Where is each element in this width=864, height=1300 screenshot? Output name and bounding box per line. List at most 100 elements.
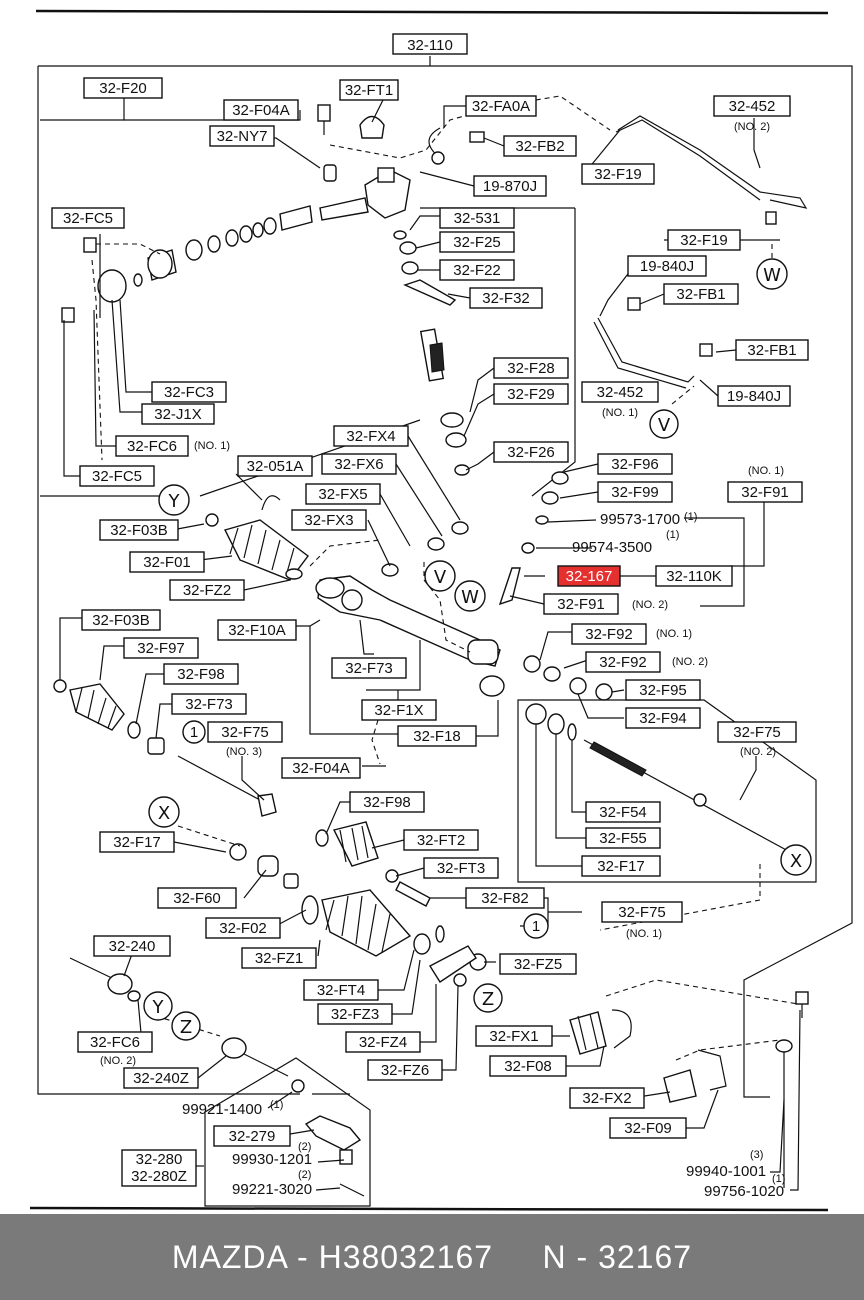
label-32-FZ4[interactable]: 32-FZ4	[345, 1031, 421, 1053]
label-32-531[interactable]: 32-531	[439, 207, 515, 229]
label-32-J1X[interactable]: 32-J1X	[141, 403, 215, 425]
label-32-F19-b[interactable]: 32-F19	[667, 229, 741, 251]
label-32-FT4[interactable]: 32-FT4	[303, 979, 379, 1001]
label-32-FX5[interactable]: 32-FX5	[305, 483, 381, 505]
label-32-F98-a[interactable]: 32-F98	[163, 663, 239, 685]
label-32-F18[interactable]: 32-F18	[397, 725, 477, 747]
label-32-FZ3[interactable]: 32-FZ3	[317, 1003, 393, 1025]
label-32-FZ2[interactable]: 32-FZ2	[169, 579, 245, 601]
label-32-F01[interactable]: 32-F01	[129, 551, 205, 573]
label-99756-1020[interactable]: 99756-1020(1)	[704, 1173, 785, 1200]
label-99921-1400[interactable]: 99921-1400(1)	[182, 1099, 283, 1118]
label-19-840J-a[interactable]: 19-840J	[627, 255, 707, 277]
label-32-F25[interactable]: 32-F25	[439, 231, 515, 253]
label-32-FT2[interactable]: 32-FT2	[403, 829, 479, 851]
label-32-452-no1[interactable]: 32-452(NO. 1)	[581, 381, 659, 419]
label-32-F02[interactable]: 32-F02	[205, 917, 281, 939]
svg-text:Y: Y	[152, 997, 165, 1018]
label-32-F60[interactable]: 32-F60	[157, 887, 237, 909]
label-32-FX3[interactable]: 32-FX3	[291, 509, 367, 531]
label-32-F28[interactable]: 32-F28	[493, 357, 569, 379]
label-99221-3020[interactable]: 99221-3020	[232, 1181, 312, 1198]
label-32-F75-no3[interactable]: 32-F75(NO. 3)	[207, 721, 283, 758]
label-32-FZ6[interactable]: 32-FZ6	[367, 1059, 443, 1081]
label-32-240[interactable]: 32-240	[93, 935, 171, 957]
label-32-FX6[interactable]: 32-FX6	[321, 453, 397, 475]
label-32-110K[interactable]: 32-110K	[655, 565, 733, 587]
label-99940-1001[interactable]: 99940-1001(3)	[686, 1149, 766, 1180]
label-32-452-no2[interactable]: 32-452(NO. 2)	[713, 95, 791, 133]
label-32-FX4[interactable]: 32-FX4	[333, 425, 409, 447]
label-32-F98-b[interactable]: 32-F98	[349, 791, 425, 813]
label-32-F32[interactable]: 32-F32	[469, 287, 543, 309]
label-32-F03B-a[interactable]: 32-F03B	[99, 519, 179, 541]
label-32-FB2[interactable]: 32-FB2	[503, 135, 577, 157]
svg-text:32-F95: 32-F95	[639, 682, 687, 699]
label-32-F94[interactable]: 32-F94	[625, 707, 701, 729]
label-32-FC3[interactable]: 32-FC3	[151, 381, 227, 403]
label-32-F09[interactable]: 32-F09	[609, 1117, 687, 1139]
svg-text:32-F96: 32-F96	[611, 456, 659, 473]
label-19-870J[interactable]: 19-870J	[473, 175, 547, 197]
label-32-F92-no1[interactable]: 32-F92(NO. 1)	[571, 623, 692, 645]
label-32-FC6-no2[interactable]: 32-FC6(NO. 2)	[77, 1031, 153, 1067]
label-32-F73-a[interactable]: 32-F73	[331, 657, 407, 679]
label-32-FC5-b[interactable]: 32-FC5	[79, 465, 155, 487]
label-32-F1X[interactable]: 32-F1X	[361, 699, 437, 721]
label-32-F75-no1[interactable]: 32-F75(NO. 1)	[601, 901, 683, 940]
label-32-F75-no2[interactable]: 32-F75(NO. 2)	[717, 721, 797, 758]
label-32-F26[interactable]: 32-F26	[493, 441, 569, 463]
label-32-F73-b[interactable]: 32-F73	[171, 693, 247, 715]
label-32-F19-a[interactable]: 32-F19	[581, 163, 655, 185]
label-32-FZ1[interactable]: 32-FZ1	[241, 947, 317, 969]
label-32-110[interactable]: 32-110	[392, 33, 468, 55]
label-32-FX1[interactable]: 32-FX1	[475, 1025, 553, 1047]
label-32-F96[interactable]: 32-F96	[597, 453, 673, 475]
label-32-FC6-no1[interactable]: 32-FC6(NO. 1)	[115, 435, 230, 457]
svg-text:32-F22: 32-F22	[453, 262, 501, 279]
label-32-F22[interactable]: 32-F22	[439, 259, 515, 281]
svg-text:V: V	[658, 415, 671, 436]
label-32-F20[interactable]: 32-F20	[83, 77, 163, 99]
label-32-F04A[interactable]: 32-F04A	[223, 99, 299, 121]
label-32-F91-no2[interactable]: 32-F91(NO. 2)	[543, 593, 668, 615]
label-32-F91-a[interactable]: 32-F91	[727, 481, 803, 503]
label-32-F55[interactable]: 32-F55	[585, 827, 661, 849]
label-32-F99[interactable]: 32-F99	[597, 481, 673, 503]
label-32-167-highlighted[interactable]: 32-167	[557, 565, 621, 587]
label-32-051A[interactable]: 32-051A	[237, 455, 313, 477]
label-99573-1700[interactable]: 99573-1700(1)	[600, 511, 697, 528]
svg-text:W: W	[763, 265, 781, 286]
label-32-F97[interactable]: 32-F97	[123, 637, 199, 659]
label-32-FT1[interactable]: 32-FT1	[339, 79, 399, 101]
label-32-F10A[interactable]: 32-F10A	[217, 619, 297, 641]
label-32-FX2[interactable]: 32-FX2	[569, 1087, 645, 1109]
label-99574-3500[interactable]: 99574-3500(1)	[572, 529, 679, 556]
label-19-840J-b[interactable]: 19-840J	[717, 385, 791, 407]
label-32-F08[interactable]: 32-F08	[489, 1055, 567, 1077]
svg-text:(3): (3)	[750, 1149, 763, 1161]
label-32-FT3[interactable]: 32-FT3	[423, 857, 499, 879]
label-32-F95[interactable]: 32-F95	[625, 679, 701, 701]
label-32-F92-no2[interactable]: 32-F92(NO. 2)	[585, 651, 708, 673]
label-32-240Z[interactable]: 32-240Z	[123, 1067, 199, 1089]
svg-text:99573-1700: 99573-1700	[600, 511, 680, 528]
label-32-FC5-a[interactable]: 32-FC5	[51, 207, 125, 229]
label-32-F17-b[interactable]: 32-F17	[581, 855, 661, 877]
label-99930-1201[interactable]: 99930-1201(2)	[232, 1151, 312, 1181]
svg-text:32-FC3: 32-FC3	[164, 384, 214, 401]
label-32-FA0A[interactable]: 32-FA0A	[465, 95, 537, 117]
label-32-F17-a[interactable]: 32-F17	[99, 831, 175, 853]
label-32-FZ5[interactable]: 32-FZ5	[499, 953, 577, 975]
pipe-no2	[615, 115, 808, 225]
label-32-NY7[interactable]: 32-NY7	[209, 125, 275, 147]
label-32-F03B-b[interactable]: 32-F03B	[81, 609, 161, 631]
label-32-F54[interactable]: 32-F54	[585, 801, 661, 823]
label-32-F82[interactable]: 32-F82	[465, 887, 545, 909]
label-32-F29[interactable]: 32-F29	[493, 383, 569, 405]
label-32-FB1-a[interactable]: 32-FB1	[663, 283, 739, 305]
label-32-F04A-b[interactable]: 32-F04A	[281, 757, 361, 779]
label-32-279[interactable]: 32-279(2)	[213, 1125, 311, 1153]
label-32-FB1-b[interactable]: 32-FB1	[735, 339, 809, 361]
